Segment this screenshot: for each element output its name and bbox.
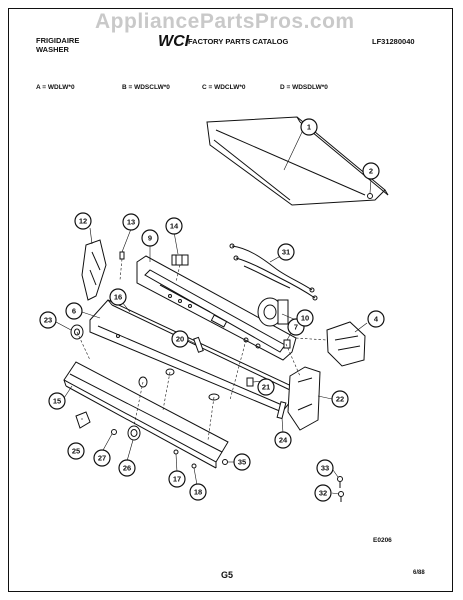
assembly-guide-lines bbox=[76, 258, 328, 441]
svg-text:27: 27 bbox=[98, 454, 106, 463]
callout-25: 25 bbox=[67, 442, 85, 460]
svg-text:33: 33 bbox=[321, 464, 329, 473]
svg-text:2: 2 bbox=[369, 167, 373, 176]
callout-21: 21 bbox=[257, 378, 275, 396]
callout-26: 26 bbox=[118, 459, 136, 477]
part-12-left-bracket bbox=[81, 239, 107, 301]
part-13-clip bbox=[119, 251, 125, 260]
part-21-clip bbox=[246, 377, 254, 387]
svg-text:7: 7 bbox=[294, 323, 298, 332]
callout-33: 33 bbox=[316, 459, 334, 477]
part-31-wire-harness bbox=[229, 243, 318, 301]
svg-text:31: 31 bbox=[282, 248, 290, 257]
callout-10: 10 bbox=[296, 309, 314, 327]
callout-9: 9 bbox=[141, 229, 159, 247]
part-33-screw bbox=[337, 476, 343, 488]
callout-4: 4 bbox=[367, 310, 385, 328]
part-7-knob-shaft bbox=[283, 339, 291, 349]
svg-text:22: 22 bbox=[336, 395, 344, 404]
callout-15: 15 bbox=[48, 392, 66, 410]
model-legend-b: B = WDSCLW*0 bbox=[122, 84, 170, 91]
callout-31: 31 bbox=[277, 243, 295, 261]
part-20-button bbox=[193, 336, 204, 353]
svg-text:21: 21 bbox=[262, 383, 270, 392]
callout-22: 22 bbox=[331, 390, 349, 408]
part-32-screw bbox=[338, 491, 344, 502]
catalog-number: LF31280040 bbox=[372, 37, 415, 46]
model-legend-a: A = WDLW*0 bbox=[36, 84, 75, 91]
part-22-right-bracket bbox=[287, 366, 321, 431]
svg-text:10: 10 bbox=[301, 314, 309, 323]
page-label: G5 bbox=[221, 570, 234, 580]
callout-17: 17 bbox=[168, 470, 186, 488]
svg-text:24: 24 bbox=[279, 436, 288, 445]
svg-text:14: 14 bbox=[170, 222, 179, 231]
callout-24: 24 bbox=[274, 431, 292, 449]
drawing-code: E0206 bbox=[373, 537, 392, 544]
model-legend-c: C = WDCLW*0 bbox=[202, 84, 246, 91]
svg-text:1: 1 bbox=[307, 123, 311, 132]
watermark-text: AppliancePartsPros.com bbox=[95, 10, 355, 33]
part-27-spring bbox=[111, 429, 117, 435]
callout-32: 32 bbox=[314, 484, 332, 502]
wci-logo: WCI bbox=[158, 33, 190, 48]
part-15-trim-strip bbox=[63, 361, 229, 469]
svg-text:32: 32 bbox=[319, 489, 327, 498]
callout-14: 14 bbox=[165, 217, 183, 235]
svg-text:16: 16 bbox=[114, 293, 122, 302]
part-14-switch bbox=[171, 254, 189, 266]
svg-text:35: 35 bbox=[238, 458, 246, 467]
svg-text:6: 6 bbox=[72, 307, 76, 316]
catalog-title: FACTORY PARTS CATALOG bbox=[188, 37, 289, 46]
callout-6: 6 bbox=[65, 302, 83, 320]
revision-date: 6/88 bbox=[413, 570, 425, 576]
part-10-timer bbox=[257, 297, 289, 327]
svg-text:17: 17 bbox=[173, 475, 181, 484]
model-legend-d: D = WDSDLW*0 bbox=[280, 84, 328, 91]
svg-text:23: 23 bbox=[44, 316, 52, 325]
callout-27: 27 bbox=[93, 449, 111, 467]
svg-text:20: 20 bbox=[176, 335, 184, 344]
callout-18: 18 bbox=[189, 483, 207, 501]
callout-1: 1 bbox=[300, 118, 318, 136]
svg-text:15: 15 bbox=[53, 397, 61, 406]
svg-text:12: 12 bbox=[79, 217, 87, 226]
callout-leader-lines bbox=[55, 129, 372, 495]
callout-13: 13 bbox=[122, 213, 140, 231]
part-24-clip bbox=[276, 401, 287, 420]
svg-text:26: 26 bbox=[123, 464, 131, 473]
callout-20: 20 bbox=[171, 330, 189, 348]
callout-2: 2 bbox=[362, 162, 380, 180]
page-border bbox=[8, 8, 453, 592]
part-35-screw bbox=[222, 459, 228, 465]
callout-16: 16 bbox=[109, 288, 127, 306]
part-1-back-panel bbox=[206, 116, 389, 206]
svg-text:18: 18 bbox=[194, 488, 202, 497]
part-9-control-panel bbox=[136, 255, 297, 361]
callout-35: 35 bbox=[233, 453, 251, 471]
callout-23: 23 bbox=[39, 311, 57, 329]
part-25-knob bbox=[75, 411, 91, 429]
brand-name: FRIGIDAIRE bbox=[36, 36, 80, 45]
part-2-screw bbox=[367, 193, 373, 199]
part-18-screw bbox=[191, 463, 197, 469]
svg-text:13: 13 bbox=[127, 218, 135, 227]
callout-12: 12 bbox=[74, 212, 92, 230]
svg-text:9: 9 bbox=[148, 234, 152, 243]
product-type: WASHER bbox=[36, 45, 69, 54]
svg-text:25: 25 bbox=[72, 447, 80, 456]
part-26-dial bbox=[127, 425, 141, 441]
svg-text:4: 4 bbox=[374, 315, 379, 324]
part-4-switch-assembly bbox=[326, 321, 366, 367]
logo-text: WCI bbox=[158, 33, 190, 48]
part-17-screw bbox=[173, 449, 179, 455]
